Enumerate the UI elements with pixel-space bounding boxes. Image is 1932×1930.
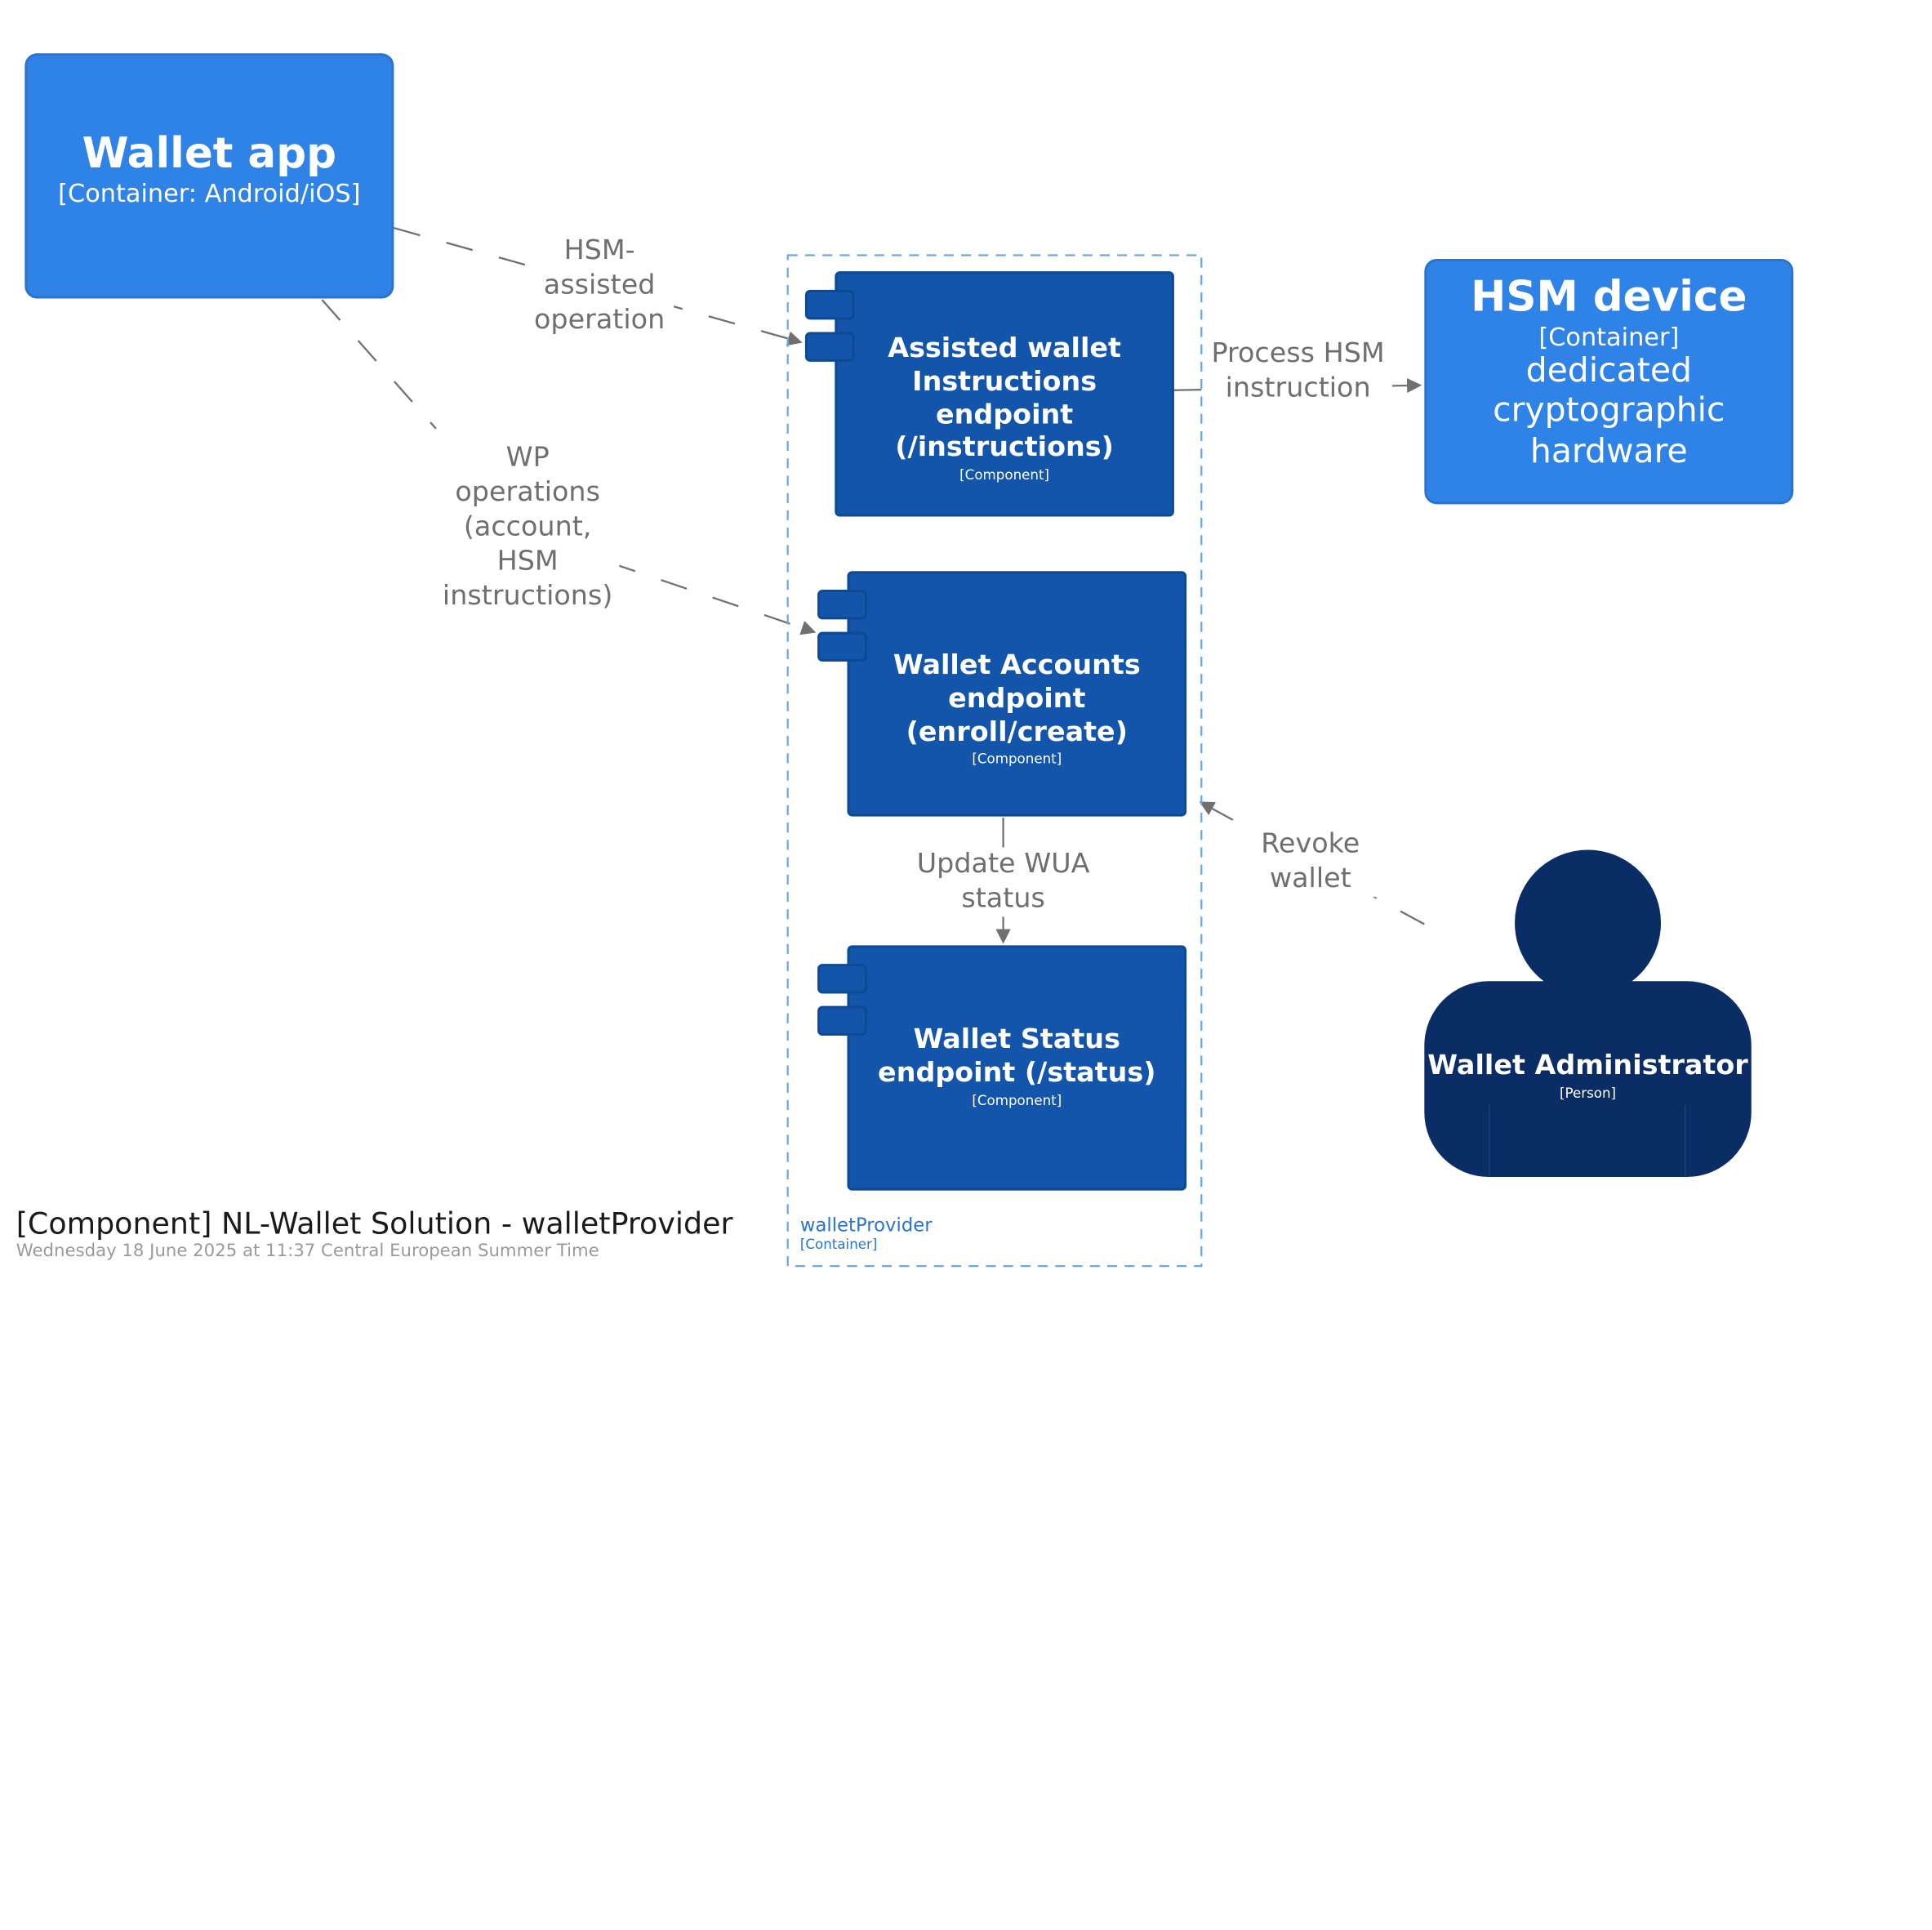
accounts-endpoint-title: Wallet Accounts endpoint (enroll/create) [893,650,1141,748]
wallet-app-node[interactable]: Wallet app [Container: Android/iOS] [24,53,394,299]
instructions-component-tab-top [804,289,855,320]
edge-label-process-hsm-instruction: Process HSM instruction [1211,337,1385,407]
edge-wallet-app-to-instructions [394,226,803,346]
edge-label-wp-operations: WP operations (account, HSM instructions… [435,440,620,615]
accounts-endpoint-meta: [Component] [972,751,1062,768]
edge-label-update-wua-status: Update WUA status [911,847,1095,917]
accounts-component-tab-bottom [817,631,867,662]
status-endpoint-meta: [Component] [972,1092,1062,1109]
administrator-body-line-left [1489,1104,1490,1177]
edge-label-hsm-assisted-operation: HSM-assisted operation [525,234,674,339]
hsm-device-node[interactable]: HSM device [Container] dedicated cryptog… [1424,259,1794,505]
status-component-tab-bottom [817,1005,867,1036]
accounts-component-tab-top [817,589,867,620]
boundary-name: walletProvider [799,1214,933,1237]
hsm-device-description: dedicated cryptographic hardware [1493,351,1725,471]
administrator-body-line-right [1684,1104,1686,1177]
boundary-meta: [Container] [799,1236,878,1253]
administrator-head [1515,849,1662,996]
status-component-tab-top [817,964,867,994]
administrator-meta: [Person] [1559,1085,1617,1102]
diagram-footer: [Component] NL-Wallet Solution - walletP… [16,1206,733,1261]
administrator-title: Wallet Administrator [1427,1050,1748,1082]
instructions-endpoint-meta: [Component] [959,467,1050,484]
administrator-node[interactable]: Wallet Administrator [Person] [1424,981,1752,1177]
diagram-title: [Component] NL-Wallet Solution - walletP… [16,1206,733,1241]
instructions-endpoint-node[interactable]: Assisted wallet Instructions endpoint (/… [835,271,1174,517]
instructions-component-tab-bottom [804,332,855,362]
edge-wallet-app-to-accounts-tail [608,561,817,635]
edge-label-revoke-wallet: Revoke wallet [1243,827,1378,898]
status-endpoint-title: Wallet Status endpoint (/status) [878,1024,1156,1090]
diagram-timestamp: Wednesday 18 June 2025 at 11:37 Central … [16,1241,599,1262]
accounts-endpoint-node[interactable]: Wallet Accounts endpoint (enroll/create)… [847,571,1187,817]
boundary-label: walletProvider [Container] [800,1214,933,1252]
wallet-app-meta: [Container: Android/iOS] [58,178,361,208]
edge-wallet-app-to-accounts [321,299,437,430]
status-endpoint-node[interactable]: Wallet Status endpoint (/status) [Compon… [847,945,1187,1191]
instructions-endpoint-title: Assisted wallet Instructions endpoint (/… [888,333,1121,465]
hsm-device-meta: [Container] [1538,322,1680,352]
wallet-app-title: Wallet app [82,128,337,179]
hsm-device-title: HSM device [1471,272,1747,323]
wallet-provider-boundary [786,254,1203,1268]
